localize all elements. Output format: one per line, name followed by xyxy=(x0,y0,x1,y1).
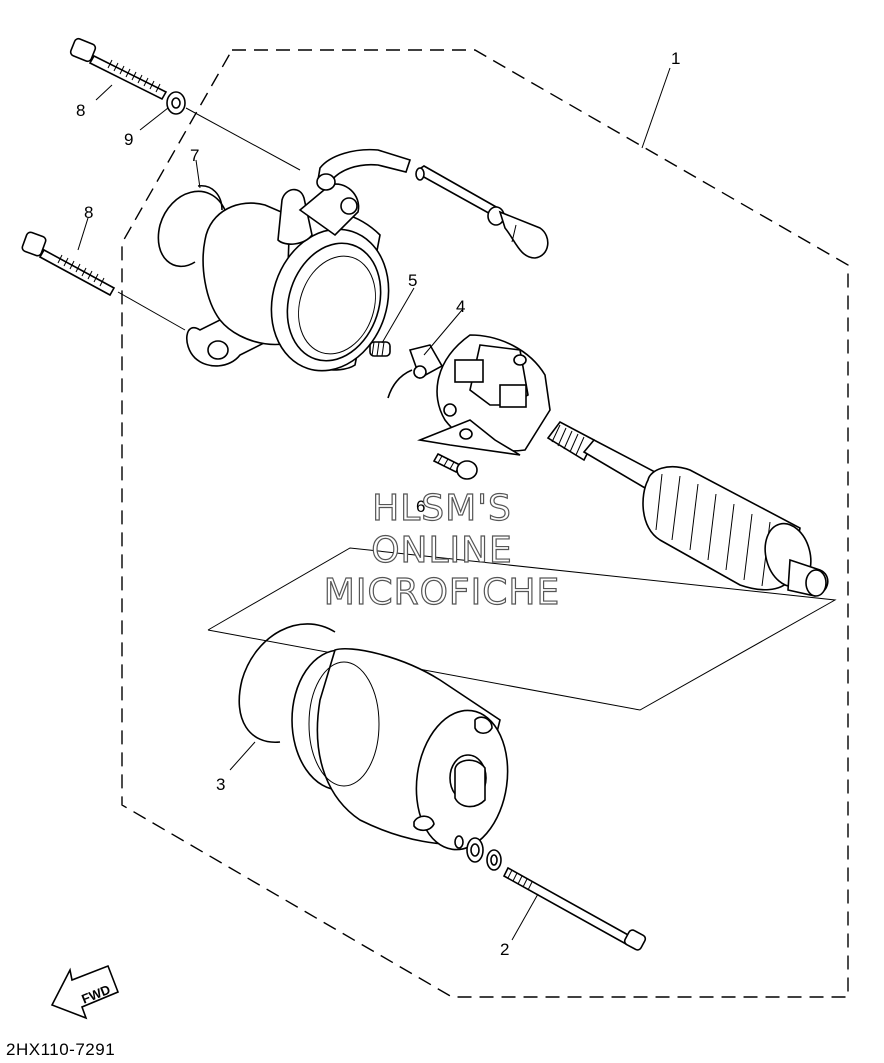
callout-8-top: 8 xyxy=(76,101,85,120)
callout-6: 6 xyxy=(416,497,425,516)
assembly-pointer xyxy=(207,547,837,711)
fwd-arrow-icon: FWD xyxy=(50,964,120,1020)
diagram-code: 2HX110-7291 xyxy=(6,1040,116,1059)
tube-fitting xyxy=(415,165,549,259)
armature xyxy=(546,420,829,597)
callout-2: 2 xyxy=(500,940,509,959)
callout-8-left: 8 xyxy=(84,203,93,222)
callout-4: 4 xyxy=(456,297,465,316)
leader-lines xyxy=(77,67,671,941)
callout-3: 3 xyxy=(216,775,225,794)
o-ring-bottom xyxy=(238,623,336,743)
assembly-boundary xyxy=(121,49,849,998)
callout-7: 7 xyxy=(190,146,199,165)
callout-5: 5 xyxy=(408,271,417,290)
o-ring-top xyxy=(157,190,226,268)
watermark-line-1: HLSM'S xyxy=(372,488,512,529)
washer xyxy=(166,91,186,115)
yoke xyxy=(291,647,509,851)
spring xyxy=(369,341,391,357)
callout-9: 9 xyxy=(124,130,133,149)
brush-holder-plate xyxy=(417,334,551,456)
brush xyxy=(387,344,444,399)
watermark-line-3: MICROFICHE xyxy=(324,572,560,613)
front-housing xyxy=(186,148,412,372)
callout-1: 1 xyxy=(671,49,680,68)
screw xyxy=(432,452,478,480)
watermark-line-2: ONLINE xyxy=(371,530,513,571)
bolt-left xyxy=(21,231,116,297)
through-bolt xyxy=(502,866,647,951)
washer-set xyxy=(454,835,502,871)
bolt-top xyxy=(69,37,168,101)
